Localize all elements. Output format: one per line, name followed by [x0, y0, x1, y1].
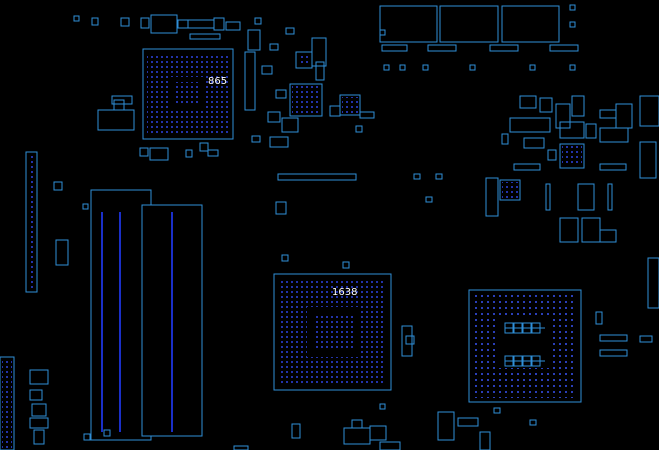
edge-connector-left[interactable]	[25, 151, 38, 293]
bga-chip-right[interactable]	[468, 289, 582, 403]
component-cluster-right-middle[interactable]	[595, 311, 653, 357]
bga-chip-1638[interactable]	[273, 273, 392, 391]
bga-chip-865[interactable]	[142, 48, 234, 140]
edge-connector-right[interactable]	[647, 257, 659, 309]
power-pads-top-right[interactable]	[379, 4, 579, 71]
component-cluster-center[interactable]	[275, 201, 415, 357]
chip-label-1638: 1638	[332, 287, 358, 298]
memory-slot-right[interactable]	[141, 204, 203, 437]
edge-connector-bottom-left[interactable]	[0, 356, 15, 450]
chip-label-865: 865	[208, 76, 228, 87]
component-cluster-upper-middle[interactable]	[244, 17, 375, 181]
component-cluster-top-left[interactable]	[53, 14, 261, 266]
component-cluster-right-upper[interactable]	[413, 95, 659, 243]
component-cluster-bottom[interactable]	[29, 369, 537, 450]
